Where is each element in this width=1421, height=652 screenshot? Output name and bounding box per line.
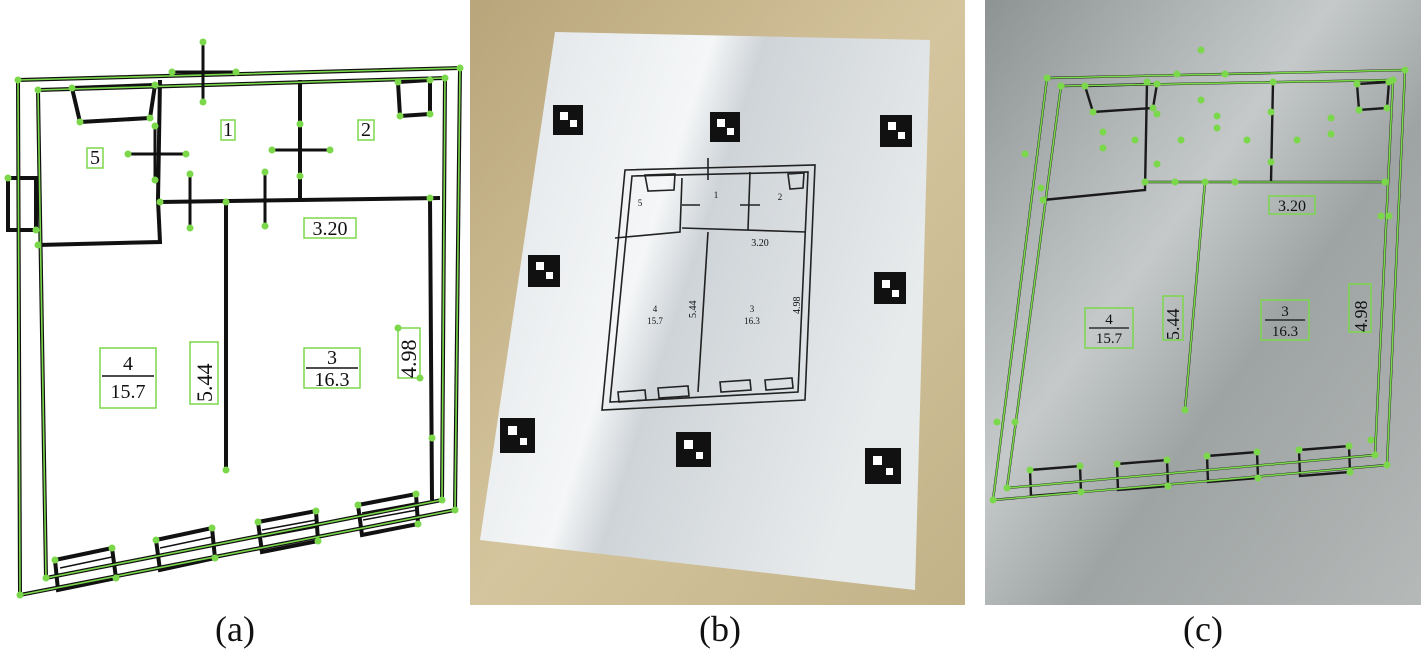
photo-dimension-top: 3.20 <box>751 238 769 249</box>
detected-labels: 3.20 4 15.7 3 16.3 5.44 4.98 <box>1089 198 1371 347</box>
detection-c-svg: 3.20 4 15.7 3 16.3 5.44 4.98 <box>985 0 1421 605</box>
room-4-number: 4 <box>123 353 133 375</box>
dimension-top-label: 3.20 <box>313 218 348 240</box>
photo-room-3-area: 16.3 <box>744 316 760 326</box>
keypoint-outline <box>17 67 461 596</box>
detected-label-boxes <box>1084 195 1372 349</box>
left-bump <box>6 176 38 232</box>
photo-room-4-number: 4 <box>653 304 658 314</box>
floorplan-a-svg: 1 2 5 3.20 4 15.7 3 16.3 5.44 4.98 <box>4 38 464 599</box>
photo-room-5-label: 5 <box>638 198 643 208</box>
panel-b-photo: 1 2 5 3.20 4 15.7 3 16.3 5.44 4.98 <box>470 0 965 605</box>
detected-room-3-number: 3 <box>1281 304 1289 320</box>
panel-a-floorplan: 1 2 5 3.20 4 15.7 3 16.3 5.44 4.98 <box>0 30 470 605</box>
printed-floorplan <box>601 158 816 411</box>
paper-sheet <box>480 32 930 590</box>
keypoint-dots-a <box>4 38 464 599</box>
room-2-label: 2 <box>361 119 371 141</box>
photo-room-4-area: 15.7 <box>647 316 663 326</box>
photo-dimension-left: 5.44 <box>688 301 699 319</box>
printed-labels: 1 2 5 3.20 4 15.7 3 16.3 5.44 4.98 <box>638 190 803 326</box>
detected-dimension-top: 3.20 <box>1278 198 1306 215</box>
dimension-left-label: 5.44 <box>192 364 217 403</box>
room-3-number: 3 <box>327 347 337 369</box>
room-1-label: 1 <box>223 119 233 141</box>
photo-room-1-label: 1 <box>714 190 719 200</box>
aruco-marker-icon <box>500 105 912 484</box>
label-box-3-20 <box>303 217 357 239</box>
detected-room-4-number: 4 <box>1105 312 1113 328</box>
photo-room-2-label: 2 <box>778 192 783 202</box>
label-box-1 <box>220 119 236 141</box>
caption-c: (c) <box>1183 609 1223 649</box>
right-inner-wall <box>428 197 434 501</box>
keypoint-dots-c <box>989 46 1409 504</box>
detected-dimension-left: 5.44 <box>1163 309 1183 341</box>
label-box-4-98 <box>397 327 421 379</box>
room5-wall <box>37 79 163 247</box>
dimension-right-label: 4.98 <box>396 340 421 379</box>
detected-room-4-area: 15.7 <box>1096 331 1123 347</box>
room-3-area: 16.3 <box>315 369 350 391</box>
caption-b: (b) <box>699 609 741 649</box>
label-box-5-44 <box>189 341 219 405</box>
photo-dimension-right: 4.98 <box>792 297 803 315</box>
label-box-room4 <box>99 347 157 409</box>
panel-c-detection: 3.20 4 15.7 3 16.3 5.44 4.98 <box>985 0 1421 605</box>
outer-wall <box>15 65 463 598</box>
room-4-area: 15.7 <box>111 381 146 403</box>
detected-dimension-right: 4.98 <box>1351 301 1371 333</box>
detected-room-3-area: 16.3 <box>1272 324 1298 340</box>
photo-room-3-number: 3 <box>750 304 755 314</box>
label-box-room3 <box>303 347 361 389</box>
room-5-label: 5 <box>90 147 100 169</box>
label-box-2 <box>357 119 375 141</box>
label-box-5 <box>86 147 104 169</box>
caption-a: (a) <box>215 609 255 649</box>
corridor-wall <box>159 196 441 204</box>
photo-b-svg: 1 2 5 3.20 4 15.7 3 16.3 5.44 4.98 <box>470 0 965 605</box>
fixture-right <box>395 77 432 119</box>
